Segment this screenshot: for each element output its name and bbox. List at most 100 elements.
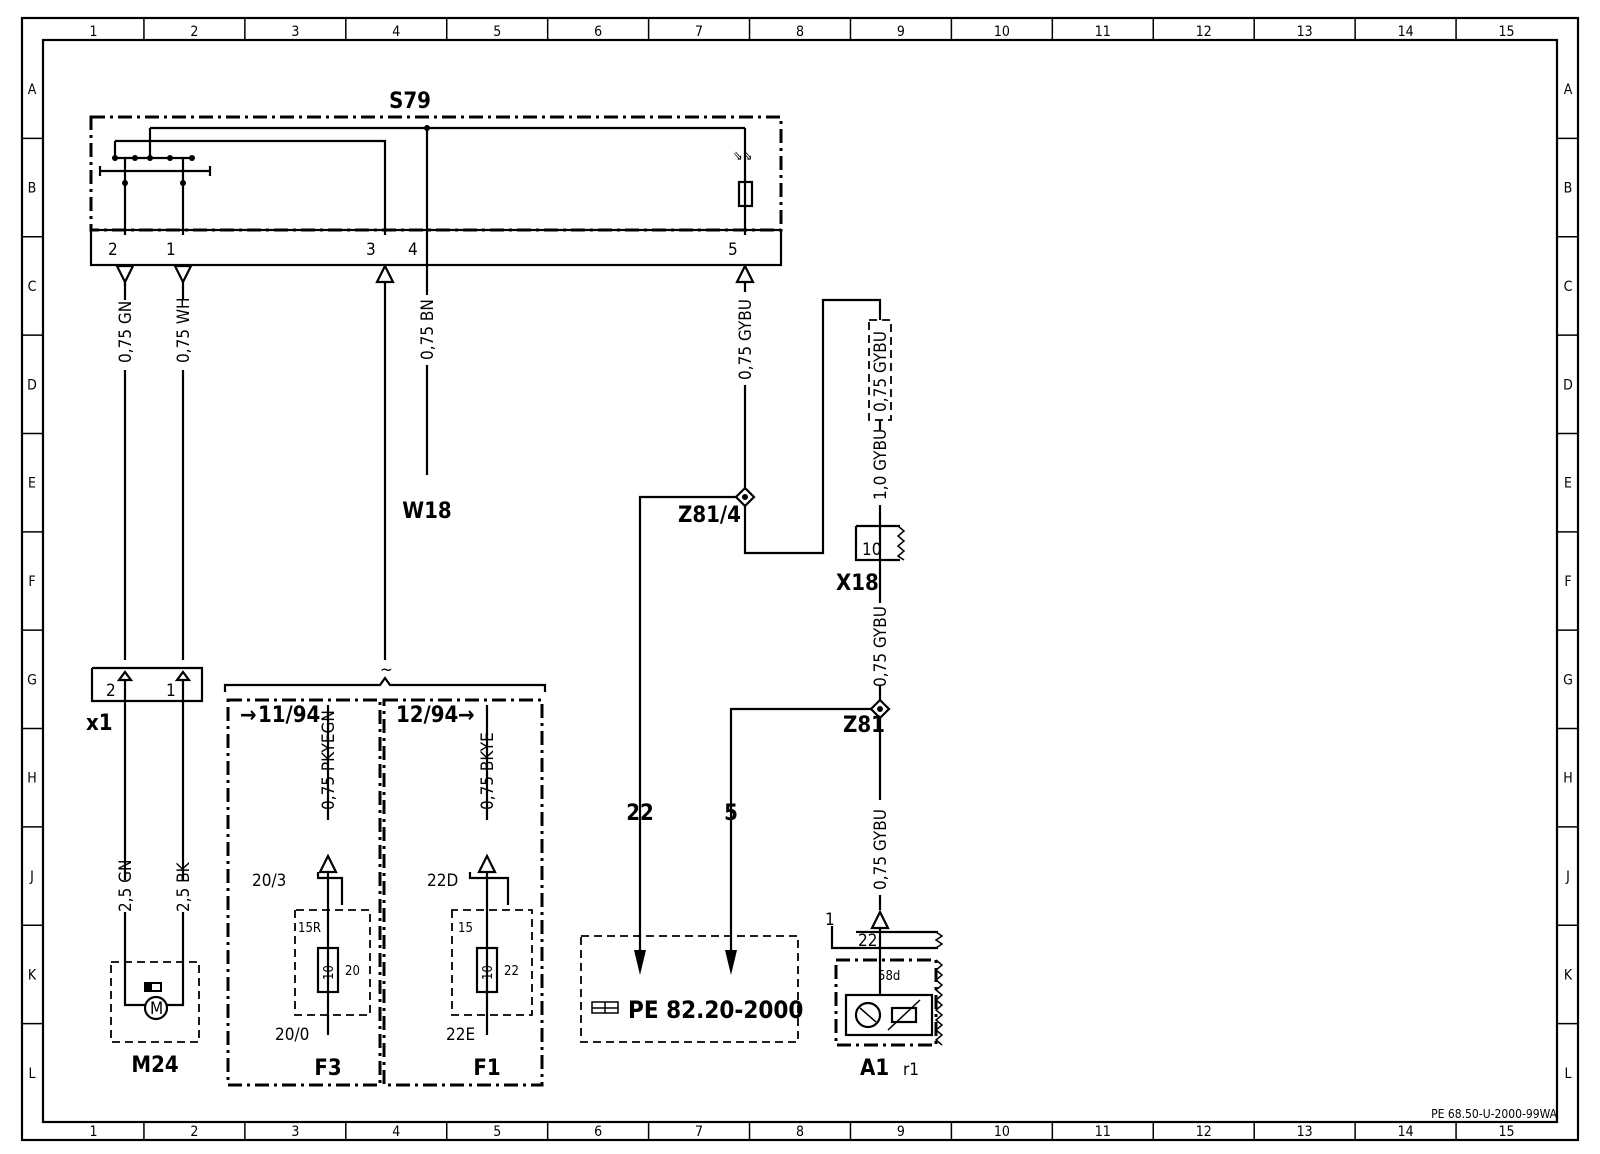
column-label-bottom-15: 15	[1499, 1124, 1515, 1140]
svg-text:10: 10	[862, 540, 881, 560]
row-label-left-L: L	[28, 1066, 35, 1082]
svg-text:M: M	[150, 999, 163, 1019]
fuse-f1: 12/94 → 0,75 BKYE 22D 15 10 22 22E F1	[382, 698, 544, 1087]
row-label-right-J: J	[1565, 869, 1570, 885]
row-label-right-K: K	[1564, 967, 1573, 983]
column-label-top-14: 14	[1398, 24, 1414, 40]
row-label-left-A: A	[28, 82, 37, 98]
svg-text:22: 22	[858, 931, 877, 951]
svg-text:5: 5	[728, 240, 738, 260]
column-label-top-4: 4	[392, 24, 400, 40]
column-label-bottom-1: 1	[89, 1124, 97, 1140]
row-label-left-G: G	[27, 672, 37, 688]
column-label-bottom-8: 8	[796, 1124, 804, 1140]
column-label-top-3: 3	[291, 24, 299, 40]
column-label-bottom-6: 6	[594, 1124, 602, 1140]
svg-text:Z81/4: Z81/4	[678, 503, 741, 528]
column-label-bottom-2: 2	[190, 1124, 198, 1140]
wire-wh: 0,75 WH	[174, 282, 194, 660]
svg-text:Z81: Z81	[843, 713, 885, 738]
svg-text:0,75 GYBU: 0,75 GYBU	[871, 331, 891, 412]
column-label-top-10: 10	[994, 24, 1010, 40]
wire-bn: 0,75 BN W18	[402, 235, 452, 524]
column-label-top-15: 15	[1499, 24, 1515, 40]
column-label-bottom-9: 9	[897, 1124, 905, 1140]
column-label-top-11: 11	[1095, 24, 1111, 40]
column-label-top-6: 6	[594, 24, 602, 40]
column-label-top-12: 12	[1196, 24, 1212, 40]
svg-text:F1: F1	[473, 1056, 500, 1081]
svg-text:→: →	[240, 703, 257, 728]
svg-text:→: →	[458, 703, 475, 728]
reference-pe-82-20: 22 5 PE 82.20-2000	[580, 801, 803, 1043]
svg-text:12/94: 12/94	[396, 703, 458, 728]
svg-text:0,75 BKYE: 0,75 BKYE	[478, 732, 498, 810]
svg-text:10: 10	[481, 965, 496, 980]
svg-text:A1: A1	[860, 1056, 889, 1081]
row-label-right-L: L	[1564, 1066, 1571, 1082]
svg-text:10: 10	[322, 965, 337, 980]
svg-text:2,5 GN: 2,5 GN	[116, 860, 136, 912]
svg-text:0,75 GN: 0,75 GN	[116, 301, 136, 363]
row-label-left-C: C	[28, 279, 37, 295]
document-id: PE 68.50-U-2000-99WA	[1431, 1107, 1557, 1121]
column-label-top-9: 9	[897, 24, 905, 40]
row-label-left-H: H	[27, 771, 36, 787]
splice-z81: Z81 0,75 GYBU	[729, 698, 891, 950]
w18-label: W18	[402, 499, 451, 524]
column-label-top-8: 8	[796, 24, 804, 40]
svg-text:0,75 PKYEGN: 0,75 PKYEGN	[319, 710, 339, 810]
row-label-right-A: A	[1564, 82, 1573, 98]
column-label-top-1: 1	[89, 24, 97, 40]
column-label-bottom-4: 4	[392, 1124, 400, 1140]
row-label-right-H: H	[1563, 771, 1572, 787]
svg-text:20/0: 20/0	[275, 1025, 309, 1045]
svg-text:22E: 22E	[446, 1025, 475, 1045]
row-label-right-G: G	[1563, 672, 1573, 688]
column-label-bottom-3: 3	[291, 1124, 299, 1140]
column-label-bottom-12: 12	[1196, 1124, 1212, 1140]
svg-text:15: 15	[458, 921, 473, 936]
connector-x18: 10 X18 0,75 GYBU	[836, 520, 906, 700]
wire-to-fuses: ~	[380, 282, 393, 680]
svg-text:2: 2	[106, 681, 116, 701]
svg-text:x1: x1	[86, 711, 113, 736]
reference-book-icon	[591, 1001, 619, 1014]
svg-text:F3: F3	[314, 1056, 341, 1081]
svg-text:20: 20	[345, 964, 360, 979]
row-label-left-B: B	[28, 181, 37, 197]
svg-text:PE 82.20-2000: PE 82.20-2000	[628, 996, 803, 1024]
svg-text:1: 1	[166, 681, 176, 701]
connector-x1: 2 1 x1 2,5 GN 2,5 BK	[86, 666, 204, 960]
svg-text:0,75 WH: 0,75 WH	[174, 297, 194, 363]
svg-text:20/3: 20/3	[252, 871, 286, 891]
splice-z81-4: Z81/4 0,75 GYBU 1,0 GYBU	[638, 298, 892, 950]
svg-text:58d: 58d	[878, 969, 900, 984]
svg-text:⇘⇘: ⇘⇘	[733, 149, 753, 164]
column-label-bottom-10: 10	[994, 1124, 1010, 1140]
column-label-top-2: 2	[190, 24, 198, 40]
svg-text:22: 22	[626, 801, 654, 826]
row-label-right-D: D	[1563, 377, 1573, 393]
svg-text:r1: r1	[903, 1060, 919, 1080]
column-label-bottom-7: 7	[695, 1124, 703, 1140]
svg-text:2,5 BK: 2,5 BK	[174, 861, 194, 912]
column-label-top-13: 13	[1297, 24, 1313, 40]
instrument-cluster-a1: 1 22 58d A1 r1	[825, 909, 944, 1081]
svg-text:1,0 GYBU: 1,0 GYBU	[871, 429, 891, 500]
svg-text:15R: 15R	[298, 921, 321, 936]
column-label-top-5: 5	[493, 24, 501, 40]
row-label-right-F: F	[1564, 574, 1571, 590]
row-label-left-E: E	[28, 476, 36, 492]
svg-text:5: 5	[724, 801, 738, 826]
svg-text:0,75 GYBU: 0,75 GYBU	[871, 809, 891, 890]
svg-text:1: 1	[825, 910, 835, 930]
row-label-left-J: J	[29, 869, 34, 885]
row-label-right-B: B	[1564, 181, 1573, 197]
